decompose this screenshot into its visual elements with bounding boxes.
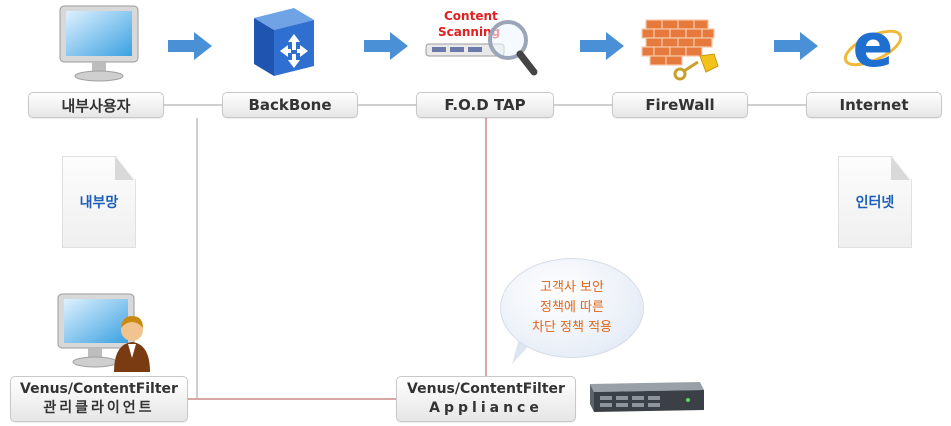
node-backbone: BackBone (222, 92, 358, 118)
monitor-icon (59, 5, 139, 82)
doc-fold-icon (115, 156, 134, 180)
zone-internal-network-label: 내부망 (79, 195, 119, 211)
zone-internet-label: 인터넷 (855, 195, 895, 211)
link-line-bottom (186, 398, 398, 400)
router-icon (254, 8, 314, 76)
bubble-line-3: 차단 정책 적용 (531, 320, 613, 335)
admin-client-label-1: Venus/ContentFilter (20, 381, 178, 397)
speech-bubble: 고객사 보안 정책에 따른 차단 정책 적용 (500, 258, 644, 358)
node-fod-tap: F.O.D TAP (416, 92, 554, 118)
node-admin-client: Venus/ContentFilter 관리클라이언트 (10, 376, 188, 422)
browser-icon: e (843, 14, 903, 80)
bubble-line-2: 정책에 따른 (540, 300, 604, 315)
node-internet: Internet (806, 92, 942, 118)
firewall-icon (641, 19, 719, 81)
svg-text:e: e (853, 14, 894, 80)
admin-client-label-2: 관리클라이언트 (43, 400, 155, 416)
person-icon (114, 316, 150, 372)
link-line-backbone-down (196, 118, 198, 400)
link-line-tap-down (485, 118, 487, 382)
arrow-right-icon (364, 32, 408, 60)
admin-monitor-icon (57, 293, 150, 372)
arrow-right-icon (580, 32, 624, 60)
appliance-label-2: Appliance (429, 400, 543, 416)
content-scanning-text-1: Content (444, 9, 498, 23)
bubble-line-1: 고객사 보안 (540, 280, 604, 295)
node-firewall: FireWall (612, 92, 748, 118)
node-internal-user: 내부사용자 (28, 92, 164, 118)
arrow-right-icon (774, 32, 818, 60)
node-appliance: Venus/ContentFilter Appliance (396, 376, 576, 422)
magnifier-icon (425, 20, 538, 76)
arrow-right-icon (168, 32, 212, 60)
content-scanning-text-2: Scanning (438, 25, 501, 39)
appliance-label-1: Venus/ContentFilter (407, 381, 565, 397)
server-appliance-icon (590, 382, 704, 412)
